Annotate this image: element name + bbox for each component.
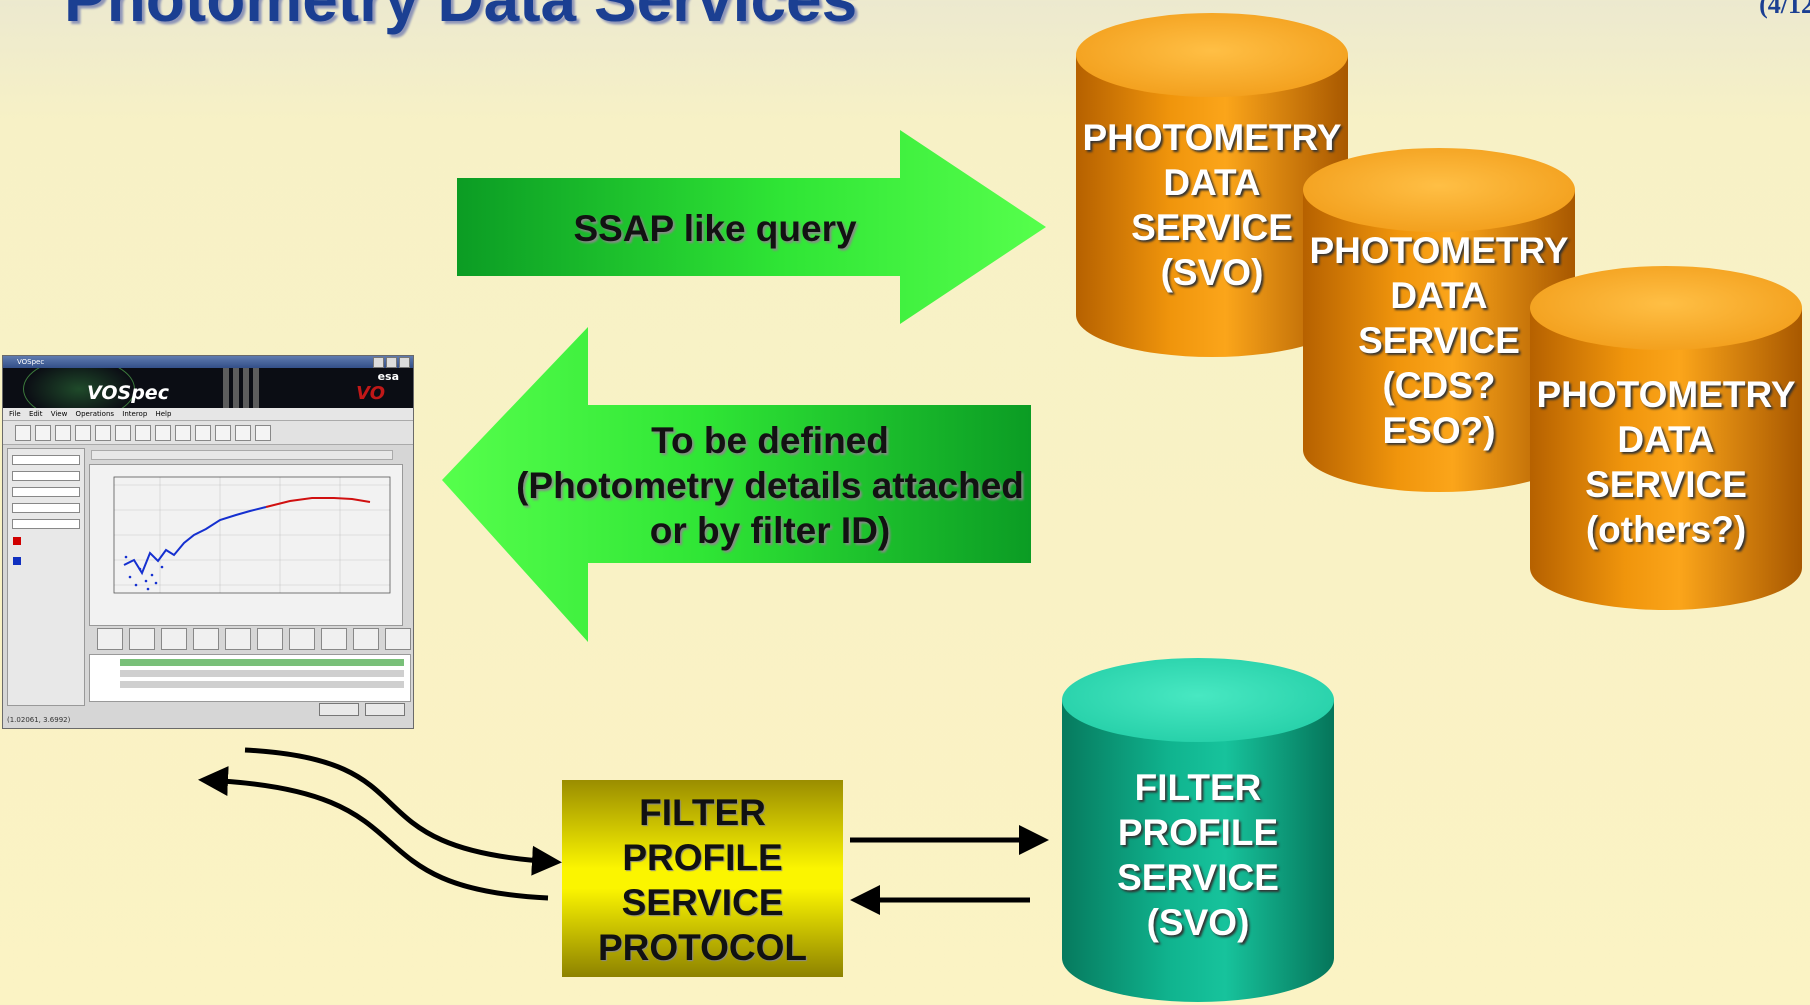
vospec-analysis-tools [97,628,411,650]
cds-line-3: SERVICE [1358,320,1520,361]
others-line-3: SERVICE [1585,464,1747,505]
vospec-window-controls [373,357,410,368]
svo-line-3: SERVICE [1131,207,1293,248]
filter-line-1: FILTER [1134,767,1262,808]
vospec-results-list [89,654,411,702]
svo-line-1: PHOTOMETRY [1082,117,1342,158]
protocol-box-label: FILTER PROFILE SERVICE PROTOCOL [562,790,843,970]
page-number: (4/12 [1759,0,1810,19]
vospec-toolbar [3,421,413,445]
others-line-4: (others?) [1585,509,1747,550]
vospec-action-buttons [319,703,405,716]
response-line-1: To be defined [651,420,889,461]
svo-line-4: (SVO) [1160,252,1264,293]
protocol-line-4: PROTOCOL [598,927,807,968]
slide-title: Photometry Data Services [64,0,857,36]
vospec-titlebar: VOSpec [3,356,413,368]
vospec-left-panel [7,448,85,706]
cds-line-1: PHOTOMETRY [1309,230,1569,271]
response-line-2: (Photometry details attached [516,465,1024,506]
curved-arrow-to-vospec [198,766,549,901]
response-line-3: or by filter ID) [649,510,891,551]
query-line-1: SSAP like query [573,208,857,249]
svo-line-2: DATA [1163,162,1261,203]
vospec-window-title: VOSpec [17,358,45,366]
protocol-line-3: SERVICE [621,882,784,923]
vospec-banner-bars [223,368,263,408]
vospec-menubar: File Edit View Operations Interop Help [3,408,413,421]
filter-line-3: SERVICE [1117,857,1279,898]
vospec-spectrum-plot [89,464,403,626]
query-arrow [457,130,1046,324]
vo-logo: VO [356,383,385,404]
cds-eso-service-label: PHOTOMETRY DATA SERVICE (CDS? ESO?) [1299,228,1579,453]
vospec-status: (1.02061, 3.6992) [7,716,71,724]
photometry-service-others-cylinder [1530,266,1802,610]
others-line-2: DATA [1617,419,1715,460]
cds-line-4: (CDS? [1382,365,1496,406]
cds-line-5: ESO?) [1382,410,1496,451]
filter-line-4: (SVO) [1146,902,1250,943]
filter-line-2: PROFILE [1117,812,1279,853]
protocol-line-2: PROFILE [622,837,783,878]
esa-logo: esa [377,370,399,383]
svo-service-label: PHOTOMETRY DATA SERVICE (SVO) [1072,115,1352,295]
curved-arrow-to-protocol [244,747,562,876]
globe-icon [23,368,135,408]
cds-line-2: DATA [1390,275,1488,316]
photometry-service-svo-cylinder [1076,13,1348,357]
others-service-label: PHOTOMETRY DATA SERVICE (others?) [1526,372,1806,552]
vospec-screenshot: VOSpec VOSpec esa VO File Edit View Oper… [2,355,414,729]
protocol-line-1: FILTER [639,792,766,833]
vospec-logo: VOSpec [87,382,169,404]
red-series-swatch [13,537,21,545]
photometry-service-cds-eso-cylinder [1303,148,1575,492]
others-line-1: PHOTOMETRY [1536,374,1796,415]
response-arrow [442,327,1031,642]
filter-service-label: FILTER PROFILE SERVICE (SVO) [1058,765,1338,945]
blue-series-swatch [13,557,21,565]
vospec-banner: VOSpec esa VO [3,368,413,408]
protocol-box [562,780,843,977]
filter-profile-service-cylinder [1062,658,1334,1002]
query-arrow-label: SSAP like query [530,206,900,251]
response-arrow-label: To be defined (Photometry details attach… [510,418,1030,553]
vospec-target-bar [91,450,393,460]
